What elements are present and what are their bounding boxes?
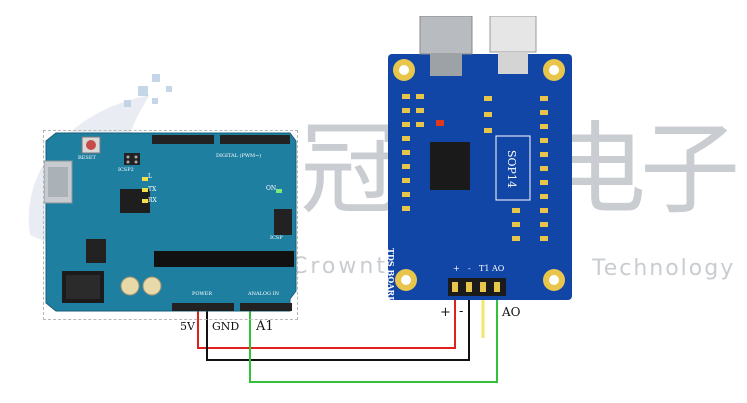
wire-gnd xyxy=(206,298,470,361)
arduino-icsp2-label: ICSP2 xyxy=(118,167,134,173)
tds-pin-label-minus: - xyxy=(468,264,471,273)
tds-pin-label-plus: + xyxy=(453,264,460,273)
arduino-analog-label: ANALOG IN xyxy=(248,291,279,297)
tds-board-body xyxy=(388,16,572,300)
watermark-text-left: Crownt xyxy=(292,254,388,279)
arduino-icsp-label: ICSP xyxy=(270,235,283,241)
label-ao: AO xyxy=(502,305,521,319)
tds-chip-label: SOP14 xyxy=(505,150,518,188)
arduino-power-label: POWER xyxy=(192,291,213,297)
arduino-body xyxy=(44,132,297,312)
tds-board-title: TDS BOARD V1.0 xyxy=(386,248,396,327)
watermark-char-3: 子 xyxy=(640,111,740,228)
label-gnd: GND xyxy=(212,320,240,333)
watermark-text-right: Technology xyxy=(592,256,736,281)
wire-5v xyxy=(197,298,456,349)
label-5v: 5V xyxy=(180,320,195,333)
tds-pin-label-t1: T1 xyxy=(479,264,490,273)
label-a1: A1 xyxy=(256,319,274,334)
arduino-on-label: ON xyxy=(266,185,277,192)
watermark-char-1: 冠 xyxy=(300,111,400,228)
tds-board: TDS BOARD V1.0 SOP14 + - T1 AO xyxy=(386,16,572,326)
arduino-rx-label: RX xyxy=(148,197,157,204)
tds-pin-label-ao: AO xyxy=(492,264,505,273)
arduino-board: RESET ICSP2 DIGITAL (PWM~) TX RX L ON IC… xyxy=(43,130,298,320)
arduino-l-label: L xyxy=(148,173,152,180)
arduino-tx-label: TX xyxy=(148,186,157,193)
label-minus: - xyxy=(459,304,464,319)
wire-a1 xyxy=(249,298,498,383)
label-plus: + xyxy=(440,305,451,320)
arduino-reset-label: RESET xyxy=(78,155,96,161)
arduino-digital-label: DIGITAL (PWM~) xyxy=(216,153,262,159)
